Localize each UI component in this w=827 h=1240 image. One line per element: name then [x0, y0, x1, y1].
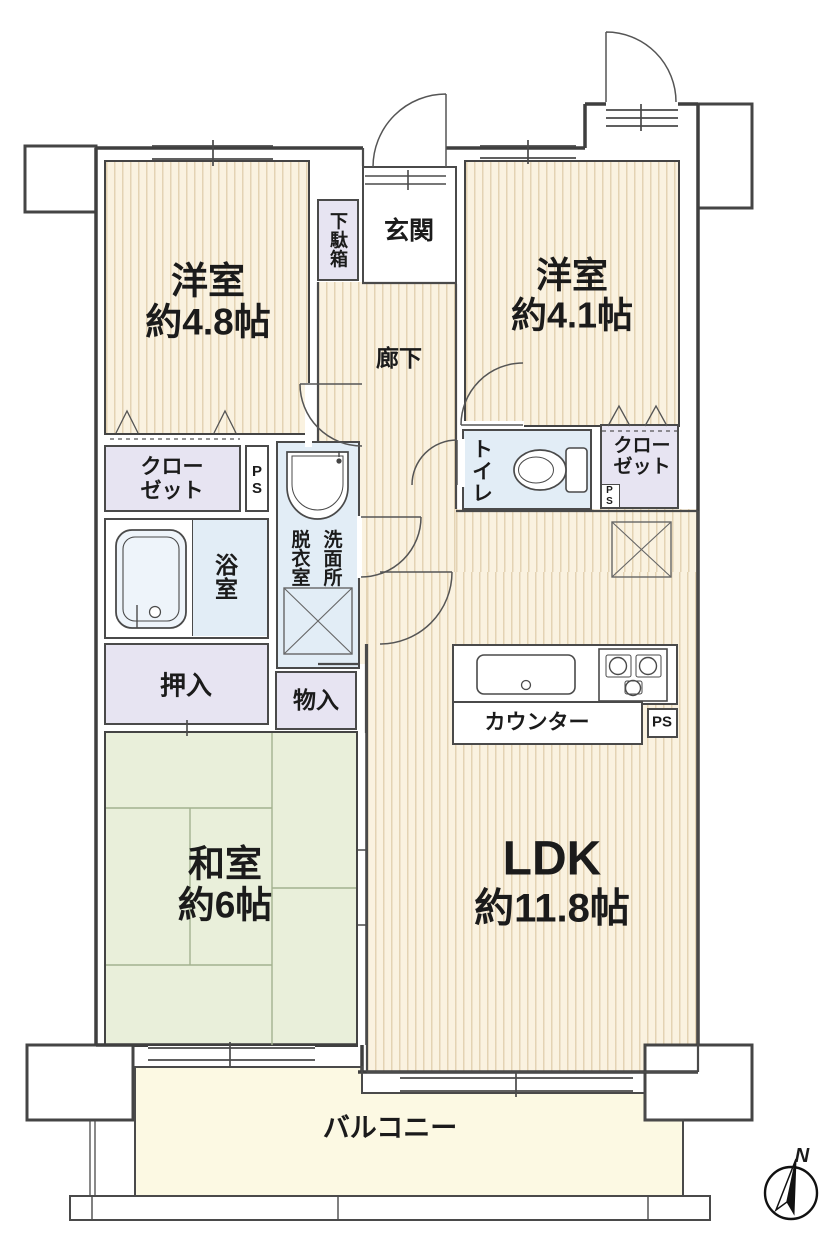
label-ps-left: PS [248, 463, 266, 497]
kitchen-counter-box [452, 644, 678, 705]
label-japanese: 和室 約6帖 [178, 844, 273, 927]
label-western1-size: 約4.8帖 [145, 302, 271, 343]
label-counter: カウンター [484, 711, 590, 735]
label-dressing-room: 脱衣室 [288, 529, 310, 587]
label-toilet: トイレ [469, 438, 493, 504]
compass-icon [763, 1158, 819, 1221]
label-closet-left: クロー ゼット [141, 455, 204, 502]
label-closet-right-2: ゼット [613, 457, 671, 478]
ldk-upper-floor [456, 509, 698, 574]
label-shoe-cabinet: 下駄箱 [328, 211, 348, 269]
label-japanese-name: 和室 [187, 843, 262, 885]
label-ldk: LDK 約11.8帖 [474, 833, 630, 932]
label-oshiire: 押入 [159, 670, 213, 701]
label-closet-right: クロー ゼット [613, 436, 670, 479]
label-ldk-name: LDK [502, 832, 602, 886]
label-western1: 洋室 約4.8帖 [145, 261, 270, 344]
label-storage: 物入 [293, 687, 339, 714]
label-washroom: 洗面所 [320, 529, 342, 587]
label-ps-right: PS [604, 485, 615, 507]
label-bath: 浴室 [211, 553, 238, 601]
label-entrance: 玄関 [383, 217, 435, 245]
label-ps-kitchen: PS [651, 713, 673, 731]
label-japanese-size: 約6帖 [177, 885, 273, 926]
label-closet-left-2: ゼット [140, 479, 204, 502]
label-hall: 廊下 [376, 345, 422, 372]
label-closet-right-1: クロー [613, 435, 671, 457]
label-closet-left-1: クロー [140, 455, 204, 479]
label-western2-size: 約4.1帖 [510, 295, 634, 336]
label-balcony: バルコニー [322, 1112, 458, 1143]
label-western2-name: 洋室 [535, 254, 609, 296]
label-compass-north: N [794, 1144, 810, 1167]
bathroom-box [104, 518, 269, 639]
label-ldk-size: 約11.8帖 [474, 886, 630, 931]
label-western1-name: 洋室 [171, 260, 245, 302]
label-western2: 洋室 約4.1帖 [510, 254, 634, 337]
